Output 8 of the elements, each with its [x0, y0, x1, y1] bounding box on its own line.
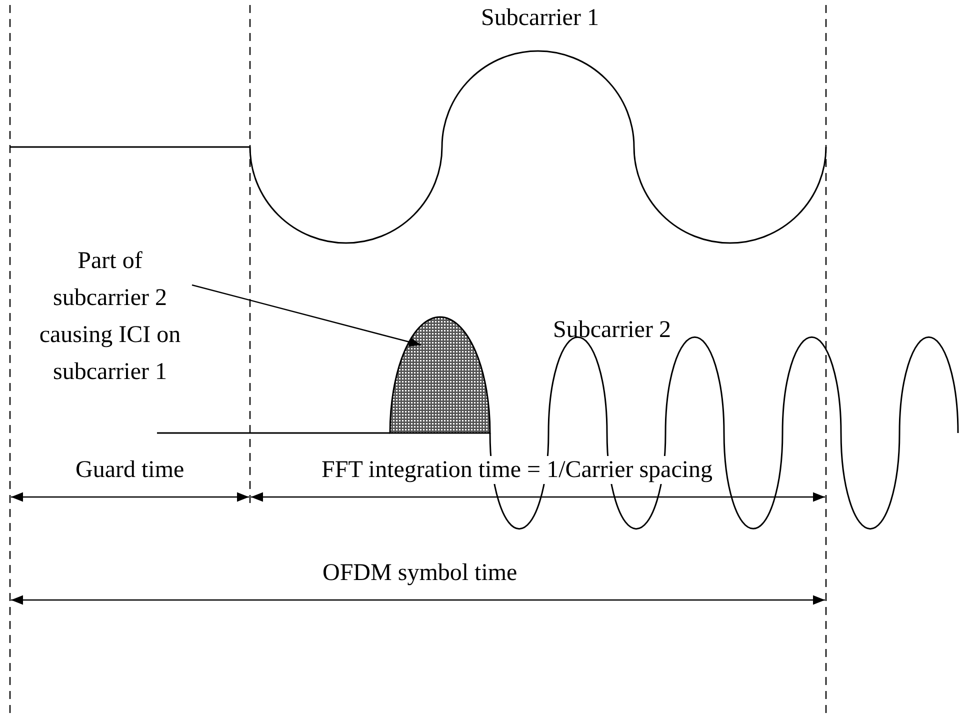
dimension-label: Guard time: [76, 456, 184, 485]
shaded-hump: [389, 316, 491, 434]
waveform-label: Subcarrier 1: [481, 4, 599, 33]
dimension-label: FFT integration time = 1/Carrier spacing: [320, 456, 715, 484]
dimension-label: OFDM symbol time: [322, 559, 518, 588]
annotation-text: Part of subcarrier 2 causing ICI on subcarrier 1: [28, 243, 192, 391]
waveform-label: Subcarrier 2: [553, 316, 671, 345]
leader-arrow: [192, 284, 422, 347]
